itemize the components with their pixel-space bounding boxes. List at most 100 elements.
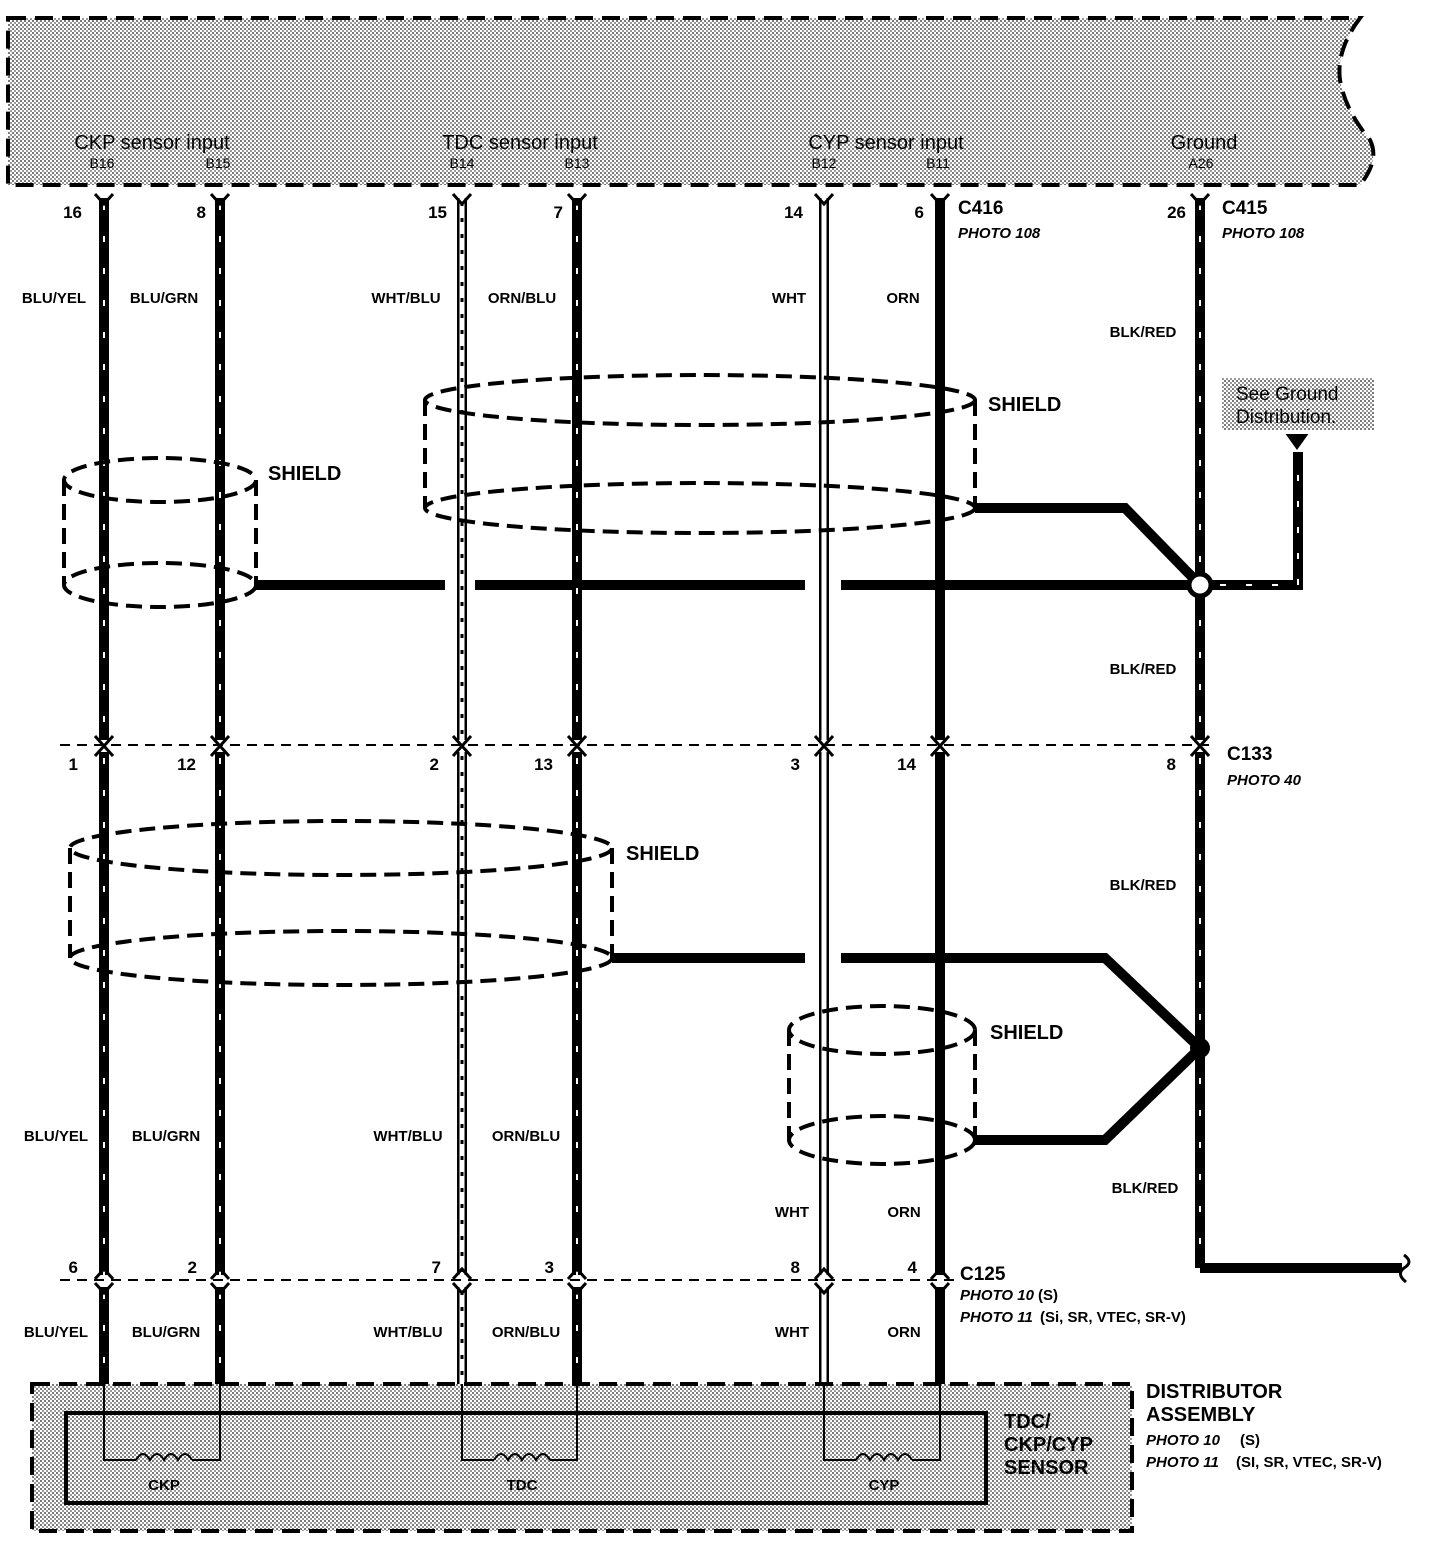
wire-color-label: BLU/GRN [130,290,198,307]
sensor-title-line1: TDC/ [1004,1411,1051,1433]
wire-color-label: WHT [775,1204,809,1221]
ground-tie-stripe [1220,460,1299,586]
c416-id: C416 [958,198,1003,219]
wire-color-label: WHT/BLU [371,290,440,307]
wire-color-label: WHT/BLU [373,1128,442,1145]
distributor-title-line2: ASSEMBLY [1146,1404,1256,1426]
c416-pin: 14 [784,203,803,222]
c416-pin: 6 [915,203,924,222]
c416-pin: 7 [554,203,563,222]
drain-crossing-gaps [445,578,841,965]
wire-color-label: WHT [772,290,806,307]
ground-note-line1: See Ground [1236,384,1338,405]
ground-splice-lower [1190,1038,1210,1058]
ecm-labels: CKP sensor input B16 B15 TDC sensor inpu… [74,132,1237,171]
shield-drain-wires [255,503,1204,1145]
ground-tie-wire [1211,452,1303,590]
ecm-pin-b14: B14 [450,155,475,171]
terminal-mark [813,192,835,207]
c125-photo2: PHOTO 11 [960,1309,1033,1326]
terminal-mark [209,1266,231,1281]
wire-color-label: ORN [887,1324,920,1341]
c133-pin: 1 [69,755,78,774]
wire-runs [93,192,1400,1384]
wire-color-label: ORN [886,290,919,307]
wire-color-label: WHT [775,1324,809,1341]
c133-pin: 14 [897,755,916,774]
ecm-box [6,16,1376,187]
terminal-mark [929,192,951,207]
terminal-mark [209,1281,231,1296]
sensor-title-line2: CKP/CYP [1004,1434,1093,1456]
ecm-pin-b11: B11 [926,155,950,171]
wire-color-label: BLU/GRN [132,1128,200,1145]
ground-arrow-icon [1285,434,1309,450]
wire-color-label: BLU/YEL [22,290,86,307]
ecm-pin-a26: A26 [1189,155,1214,171]
terminal-mark [93,743,115,758]
wire-color-label: BLK/RED [1110,661,1177,678]
shield-label-ckp: SHIELD [268,463,341,485]
c125-photo2-suffix: (Si, SR, VTEC, SR-V) [1040,1309,1186,1326]
coil-ckp-icon [135,1453,193,1462]
c415-photo: PHOTO 108 [1222,225,1305,242]
ecm-group-tdc-title: TDC sensor input [442,132,598,154]
ground-splice-upper [1186,571,1214,599]
c125-pin: 2 [188,1258,197,1277]
sensor-title-line3: SENSOR [1004,1457,1089,1479]
terminal-mark [929,1266,951,1281]
shield-tdc-cyp-upper [423,373,977,535]
wire-color-label: ORN/BLU [492,1128,560,1145]
shield-label-lower: SHIELD [626,843,699,865]
c415-id: C415 [1222,198,1268,219]
wire-color-label: BLU/GRN [132,1324,200,1341]
coil-tdc-icon [493,1453,551,1462]
c416-pin: 16 [63,203,82,222]
terminal-mark [93,192,115,207]
wire-color-label: BLK/RED [1110,877,1177,894]
shield-cyp-lower [787,1004,977,1166]
c415-pin: 26 [1167,203,1186,222]
wire-color-label: ORN/BLU [488,290,556,307]
c125-pin: 7 [432,1258,441,1277]
c133-pin: 8 [1167,755,1176,774]
c125-pin: 4 [908,1258,918,1277]
ecm-group-ground-title: Ground [1171,132,1238,154]
wire-color-label: WHT/BLU [373,1324,442,1341]
terminal-mark [1189,743,1211,758]
distributor-photo2: PHOTO 11 [1146,1454,1219,1471]
connector-labels: C416 PHOTO 108 C415 PHOTO 108 C133 PHOTO… [958,198,1305,1326]
terminal-mark [929,1281,951,1296]
distributor-labels: DISTRIBUTOR ASSEMBLY PHOTO 10 (S) PHOTO … [1146,1381,1382,1471]
coil-tdc-label: TDC [507,1477,538,1494]
c133-pin: 13 [534,755,553,774]
terminal-mark [566,1281,588,1296]
wire-color-labels: BLU/YEL BLU/GRN WHT/BLU ORN/BLU WHT ORN … [22,290,1179,1341]
ecm-pin-b13: B13 [565,155,590,171]
terminal-mark [209,743,231,758]
coil-cyp-label: CYP [869,1477,900,1494]
distributor-photo1: PHOTO 10 [1146,1432,1221,1449]
shield-label-upper: SHIELD [988,394,1061,416]
terminal-mark [451,743,473,758]
pin-numbers: 16 8 15 7 14 6 26 1 12 2 13 3 14 8 6 2 7… [63,203,1186,1277]
terminal-mark [451,192,473,207]
wire-break-icon [1399,1253,1411,1284]
terminal-mark [93,1281,115,1296]
terminal-mark [1189,192,1211,207]
ecm-group-ckp-title: CKP sensor input [74,132,230,154]
c416-photo: PHOTO 108 [958,225,1041,242]
distributor-photo2-suffix: (SI, SR, VTEC, SR-V) [1236,1454,1382,1471]
terminal-mark [209,192,231,207]
distributor-title-line1: DISTRIBUTOR [1146,1381,1283,1403]
terminal-mark [566,743,588,758]
shield-label-cyp: SHIELD [990,1022,1063,1044]
terminal-mark [929,743,951,758]
ecm-pin-b15: B15 [206,155,231,171]
c133-id: C133 [1227,744,1272,765]
shield-ckp [62,456,258,609]
wire-color-label: BLU/YEL [24,1324,88,1341]
ground-distribution-note: See Ground Distribution. [1222,378,1374,450]
c133-pin: 3 [791,755,800,774]
